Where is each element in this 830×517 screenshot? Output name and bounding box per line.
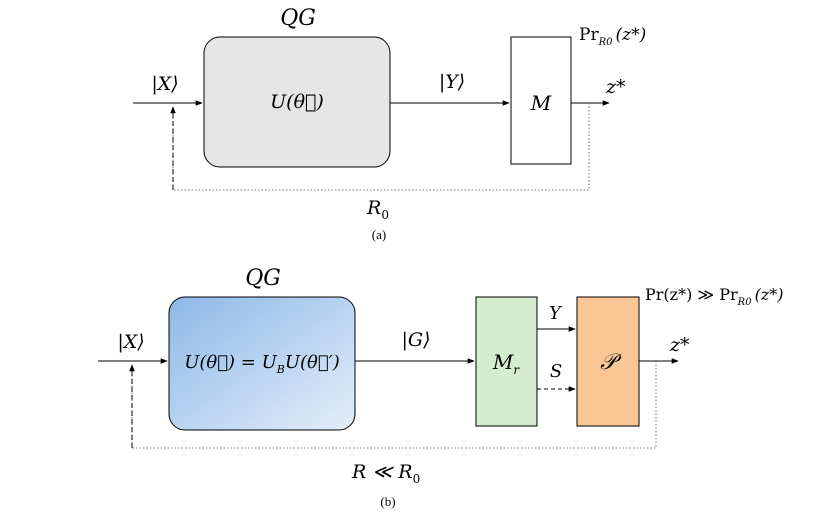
probability-label-b: Pr(z*) ≫ PrR0(z*) <box>645 285 784 308</box>
prob-arg-b: (z*) <box>755 285 784 304</box>
qg-title-a: QG <box>280 6 316 31</box>
gate-box-a <box>203 36 391 168</box>
gate-sub-b: B <box>276 363 285 376</box>
measure-sub-b: r <box>513 363 520 377</box>
caption-a: (a) <box>372 227 386 242</box>
feedback-loop-a <box>172 103 590 191</box>
y-label-b: Y <box>549 303 563 324</box>
postprocess-box-b <box>576 296 640 427</box>
loop-label-a: R0 <box>366 197 389 222</box>
panel-b: QG U(θ⃗) = UBU(θ⃗′) |X⟩ |G⟩ Mr Y S 𝒫 z* … <box>98 266 784 509</box>
panel-a: QG U(θ⃗) |X⟩ |Y⟩ M z* PrR0(z*) R0 (a) <box>133 6 646 242</box>
caption-b: (b) <box>380 494 395 509</box>
output-ket-a: |Y⟩ <box>439 71 465 93</box>
input-ket-a: |X⟩ <box>151 73 178 95</box>
loop-sub-a: 0 <box>381 208 389 222</box>
feedback-loop-b <box>131 361 657 449</box>
loop-label-b: R ≪ R0 <box>351 461 420 486</box>
output-ket-b: |G⟩ <box>402 329 431 351</box>
gate-equation-b: U(θ⃗) = UBU(θ⃗′) <box>184 352 340 376</box>
qg-title-b: QG <box>245 266 281 291</box>
measurement-label-a: M <box>530 91 552 115</box>
s-label-b: S <box>550 361 562 382</box>
input-ket-b: |X⟩ <box>117 331 144 353</box>
prob-arg-a: (z*) <box>615 25 646 45</box>
prob-sub-b: R0 <box>737 297 753 308</box>
measure-text-b: M <box>492 350 514 374</box>
prob-sub-a: R0 <box>598 37 614 48</box>
gate-tail-b: U(θ⃗′) <box>285 352 340 373</box>
result-label-a: z* <box>605 76 626 98</box>
gate-text-b: U(θ⃗) = U <box>184 352 277 373</box>
gate-label-a: U(θ⃗) <box>270 91 324 113</box>
measurement-box-b <box>475 296 538 427</box>
loop-text-a: R <box>366 197 381 219</box>
loop-text-b: R ≪ R <box>351 461 413 483</box>
prob-text-a: Pr <box>579 25 599 45</box>
loop-sub-b: 0 <box>413 472 421 486</box>
measurement-box-a <box>510 36 572 165</box>
gate-box-b <box>168 296 356 431</box>
probability-label-a: PrR0(z*) <box>579 25 646 48</box>
prob-text-b: Pr(z*) ≫ Pr <box>645 285 738 304</box>
result-label-b: z* <box>669 334 690 356</box>
measurement-label-b: Mr <box>492 350 520 377</box>
